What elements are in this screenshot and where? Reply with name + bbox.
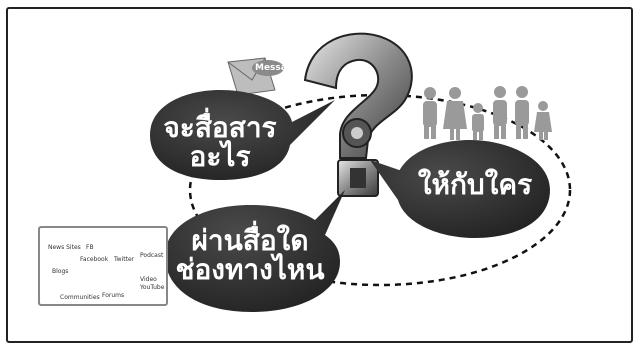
sn-label: Podcast [140, 252, 164, 259]
family-icon [423, 86, 552, 140]
sn-label: Blogs [52, 268, 69, 275]
envelope-icon [227, 57, 284, 96]
sn-label: Twitter [114, 256, 135, 263]
bubble-what-text: จะสื่อสาร อะไร [150, 113, 290, 172]
bubble-whom-shape [370, 140, 550, 238]
envelope-label: Message [255, 63, 300, 73]
question-mark-icon [303, 32, 413, 197]
bubble-whom-text: ให้กับใคร [405, 168, 545, 201]
sn-label: News Sites [48, 244, 81, 251]
sn-label: Video [140, 276, 157, 283]
bubble-what-line2: อะไร [189, 140, 251, 174]
bubble-channel-line2: ช่องทางไหน [175, 253, 325, 287]
sn-label: Facebook [80, 256, 109, 263]
bubble-channel-shape [165, 190, 345, 312]
bubble-what-shape [150, 90, 335, 180]
sn-label: YouTube [140, 284, 165, 291]
bubble-channel-text: ผ่านสื่อใด ช่องทางไหน [165, 226, 335, 285]
sn-label: Forums [102, 292, 125, 299]
dashed-cycle-path [188, 93, 572, 287]
sn-label: Communities [60, 294, 100, 301]
bubble-channel-line1: ผ่านสื่อใด [191, 224, 309, 257]
bubble-what-line1: จะสื่อสาร [163, 111, 277, 144]
social-media-panel: News Sites FB Facebook Twitter Podcast B… [38, 226, 168, 306]
slide-frame [6, 7, 633, 343]
sn-label: FB [86, 244, 94, 251]
bubble-whom-line1: ให้กับใคร [417, 168, 533, 201]
